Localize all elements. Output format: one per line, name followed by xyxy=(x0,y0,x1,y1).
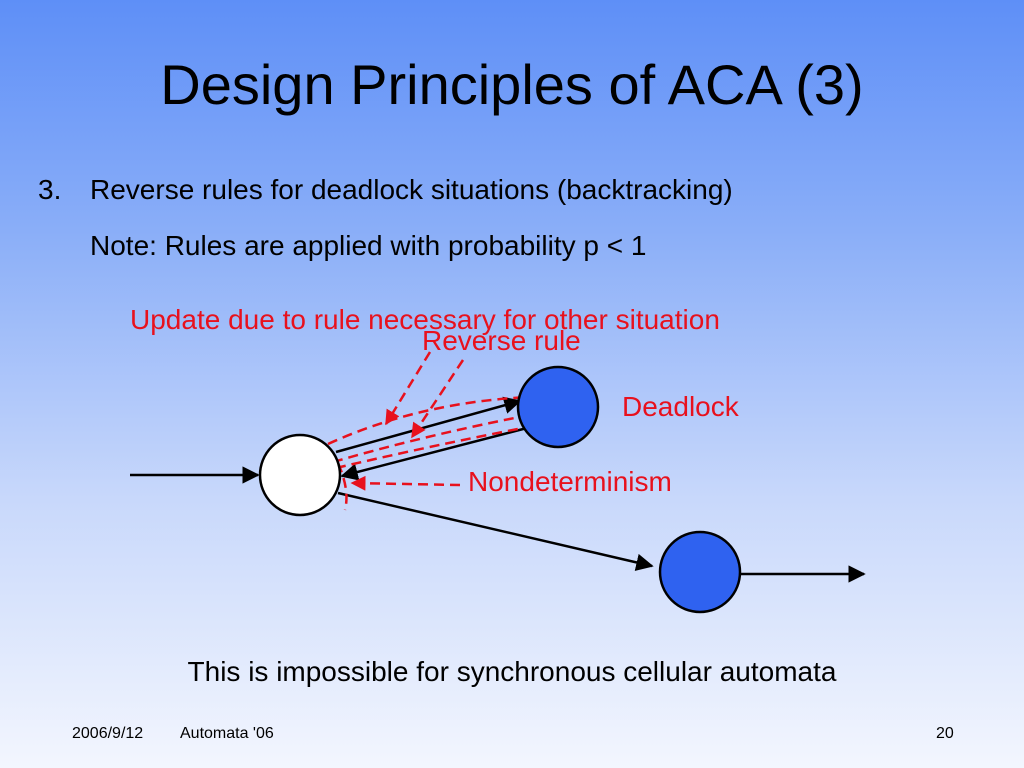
dashed-pointer-reverse xyxy=(410,359,465,439)
state-node-start xyxy=(258,433,342,517)
dashed-update-outline-mid xyxy=(332,412,536,464)
conclusion-text: This is impossible for synchronous cellu… xyxy=(187,656,837,687)
list-item-number: 3. xyxy=(38,174,62,205)
state-node-lower xyxy=(658,530,742,614)
dashed-update-outline-lower xyxy=(335,425,529,470)
label-deadlock: Deadlock xyxy=(622,391,739,422)
dashed-pointer-nondeterminism xyxy=(350,475,461,491)
state-node-deadlock xyxy=(516,365,600,449)
slide-title: Design Principles of ACA (3) xyxy=(160,53,864,116)
dashed-pointer-update xyxy=(384,351,432,426)
footer-course: Automata '06 xyxy=(180,725,274,742)
label-reverse-rule: Reverse rule xyxy=(422,325,581,356)
page-number: 20 xyxy=(936,725,954,742)
transition-to-lower-state xyxy=(337,491,654,571)
label-nondeterminism: Nondeterminism xyxy=(468,466,672,497)
note-text: Note: Rules are applied with probability… xyxy=(90,230,647,261)
list-item-text: Reverse rules for deadlock situations (b… xyxy=(90,174,733,205)
dashed-update-outline-upper xyxy=(327,395,531,446)
label-update: Update due to rule necessary for other s… xyxy=(130,304,720,335)
transition-to-deadlock xyxy=(335,396,522,454)
footer-date: 2006/9/12 xyxy=(72,725,144,742)
reverse-transition-arrow xyxy=(340,426,528,481)
